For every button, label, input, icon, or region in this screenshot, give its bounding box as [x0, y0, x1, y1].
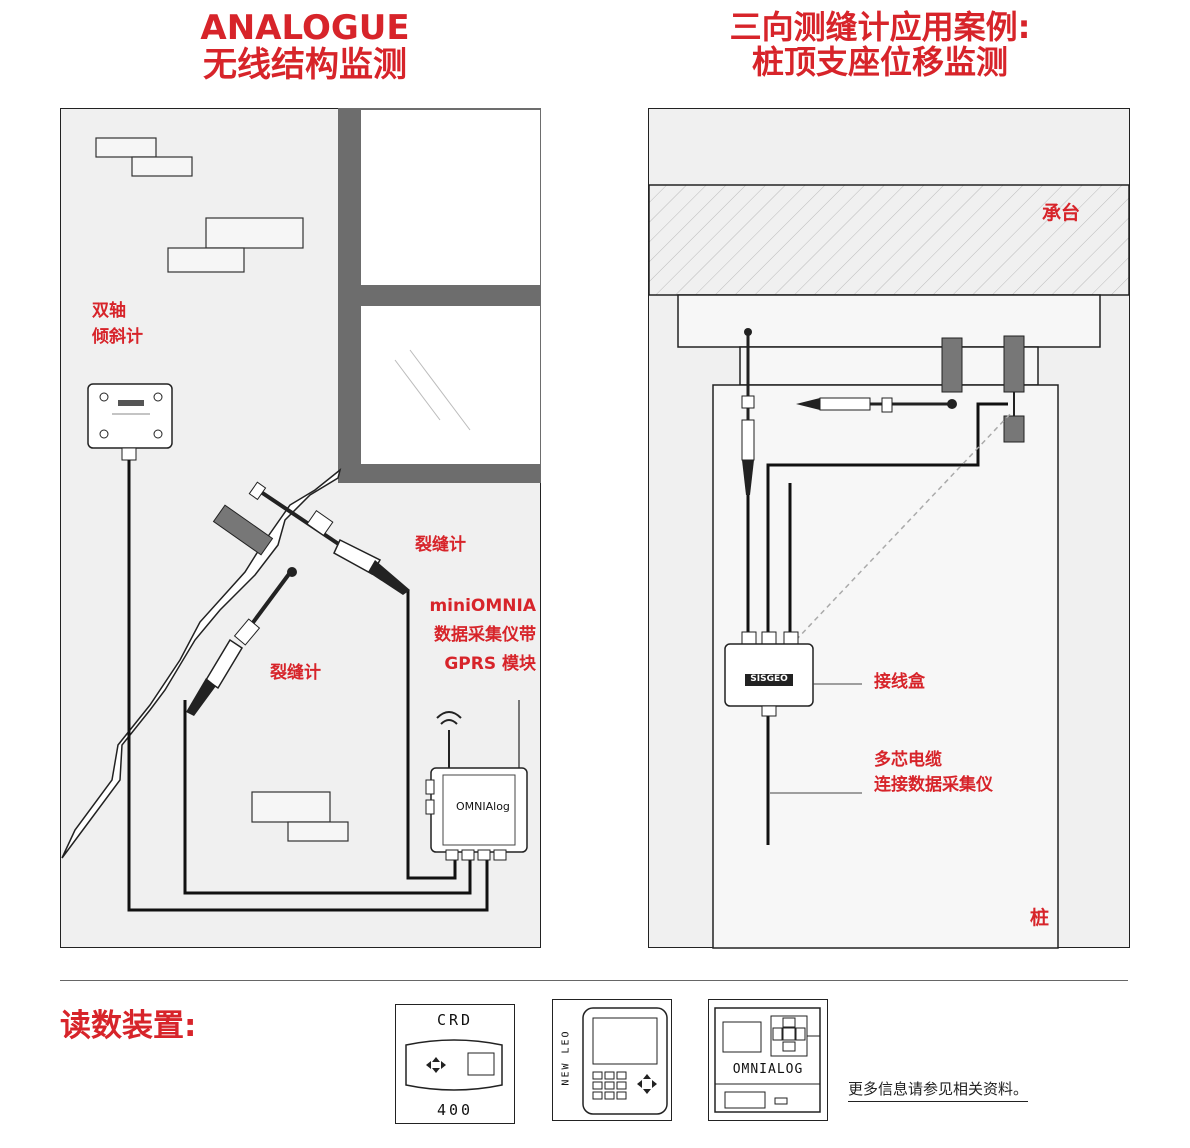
pile-cap	[648, 184, 1130, 296]
junction-box-label: 接线盒	[874, 672, 925, 692]
pile-label: 桩	[1030, 907, 1050, 929]
logger-label-line2: 数据采集仪带	[434, 625, 536, 645]
right-title: 三向测缝计应用案例: 桩顶支座位移监测	[690, 8, 1070, 82]
crackmeter-horizontal	[796, 397, 957, 413]
junction-box	[724, 631, 814, 717]
wall-bricks	[95, 137, 349, 842]
left-title: ANALOGUE 无线结构监测	[150, 8, 460, 86]
bearing-block	[739, 346, 1039, 386]
left-title-line1: ANALOGUE	[200, 8, 410, 48]
logger-label: miniOMNIA 数据采集仪带 GPRS 模块	[426, 592, 536, 679]
device-new-leo-body	[582, 1007, 668, 1115]
cable-label-line2: 连接数据采集仪	[874, 775, 993, 795]
wall-crack	[61, 468, 342, 859]
device-crd400: CRD 400	[395, 1004, 515, 1124]
omnialog-logger	[425, 700, 528, 861]
device-omnialog-label: OMNIALOG	[732, 1062, 804, 1077]
logger-label-line3: GPRS 模块	[444, 654, 536, 674]
crackmeter-lower-label: 裂缝计	[270, 663, 321, 683]
device-omnialog: OMNIALOG	[708, 999, 828, 1121]
left-title-line2: 无线结构监测	[203, 45, 407, 86]
cable-label-line1: 多芯电缆	[874, 750, 942, 770]
readout-heading: 读数装置:	[60, 1008, 197, 1044]
tiltmeter-label-line1: 双轴	[92, 301, 126, 321]
device-crd400-bottom-label: 400	[436, 1101, 474, 1119]
sensor-brackets	[941, 335, 1025, 443]
crackmeter-lower	[186, 567, 297, 716]
right-cables	[746, 402, 1008, 845]
right-title-line1: 三向测缝计应用案例:	[729, 8, 1031, 46]
window	[338, 108, 541, 483]
device-new-leo: NEW LEO	[552, 999, 672, 1121]
logger-device-text: OMNIAlog	[456, 800, 510, 813]
crackmeter-vertical	[741, 328, 755, 495]
leader-lines	[770, 683, 862, 794]
tiltmeter-label: 双轴 倾斜计	[92, 298, 143, 350]
device-new-leo-label: NEW LEO	[560, 1029, 572, 1086]
crackmeter-upper	[212, 481, 410, 595]
right-title-line2: 桩顶支座位移监测	[751, 43, 1008, 82]
tiltmeter-device	[87, 383, 173, 461]
logger-label-line1: miniOMNIA	[429, 596, 536, 616]
tiltmeter-label-line2: 倾斜计	[92, 327, 143, 347]
junction-box-brand: SISGEO	[750, 674, 788, 684]
cable-label: 多芯电缆 连接数据采集仪	[874, 748, 993, 798]
device-crd400-body	[405, 1039, 503, 1091]
left-cables	[127, 460, 489, 912]
dashed-link	[795, 411, 1013, 641]
device-crd400-top-label: CRD	[436, 1011, 474, 1029]
footer-note: 更多信息请参见相关资料。	[848, 1078, 1029, 1102]
device-omnialog-body	[714, 1007, 821, 1113]
crackmeter-upper-label: 裂缝计	[415, 535, 466, 555]
cap-label: 承台	[1042, 202, 1081, 224]
footer-divider	[60, 980, 1128, 981]
bearing-plate	[677, 294, 1101, 348]
